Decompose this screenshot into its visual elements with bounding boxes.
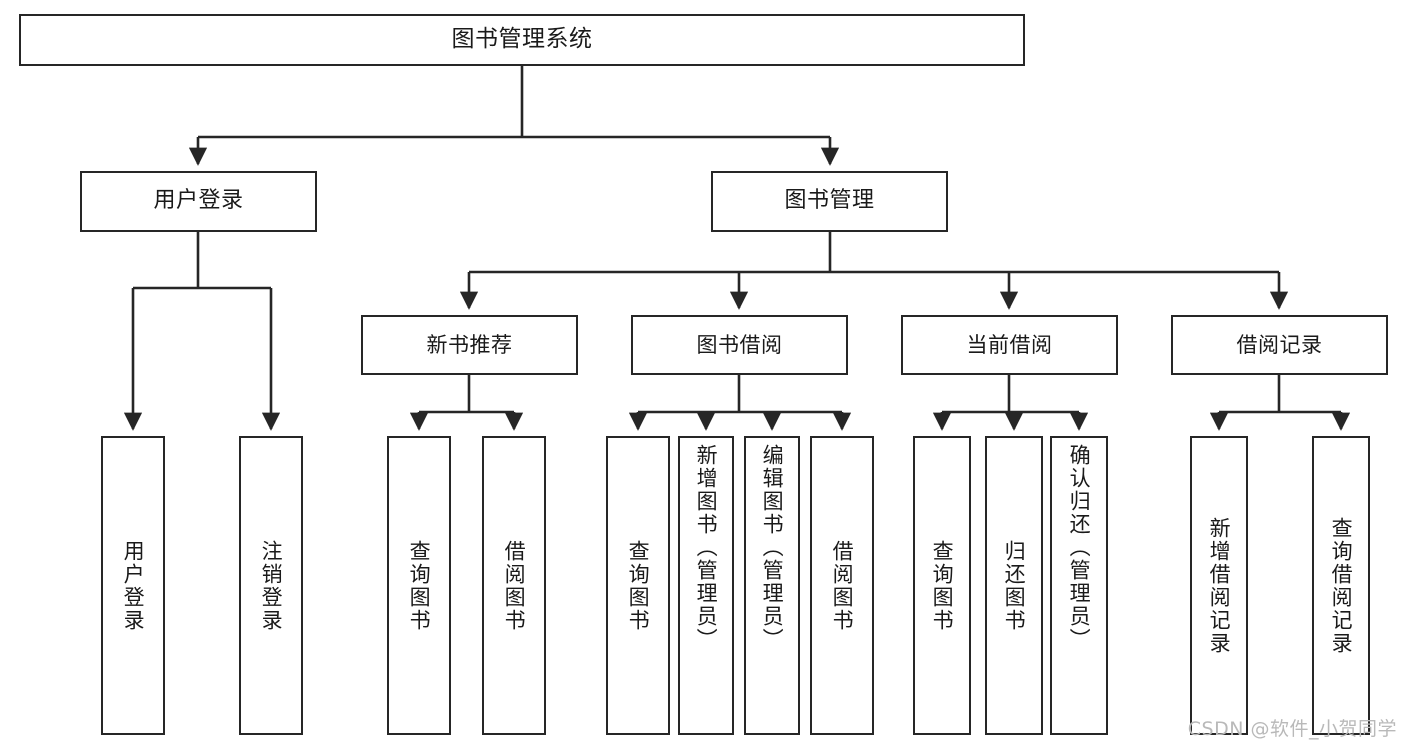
leaf-user-login[interactable]: 用户登录 [101, 436, 165, 735]
node-book-borrow[interactable]: 图书借阅 [631, 315, 848, 375]
leaf-query-borrow-record[interactable]: 查询借阅记录 [1312, 436, 1370, 735]
node-user-login[interactable]: 用户登录 [80, 171, 317, 232]
leaf-logout[interactable]: 注销登录 [239, 436, 303, 735]
leaf-query-borrow-record-label: 查询借阅记录 [1329, 516, 1354, 655]
leaf-confirm-return-admin-label: 确认归还（管理员） [1067, 444, 1092, 651]
node-borrow-record-label: 借阅记录 [1236, 332, 1323, 357]
leaf-add-borrow-record[interactable]: 新增借阅记录 [1190, 436, 1248, 735]
node-book-borrow-label: 图书借阅 [696, 332, 783, 357]
leaf-add-book-admin-label: 新增图书（管理员） [694, 444, 719, 651]
leaf-query-book-borrow[interactable]: 查询图书 [606, 436, 670, 735]
leaf-query-book-borrow-label: 查询图书 [626, 539, 651, 632]
node-current-borrow-label: 当前借阅 [966, 332, 1053, 357]
node-borrow-record[interactable]: 借阅记录 [1171, 315, 1388, 375]
node-new-book-recommend-label: 新书推荐 [426, 332, 513, 357]
leaf-confirm-return-admin[interactable]: 确认归还（管理员） [1050, 436, 1108, 735]
node-book-management-label: 图书管理 [784, 188, 875, 214]
leaf-query-book-new-label: 查询图书 [407, 539, 432, 632]
node-book-management[interactable]: 图书管理 [711, 171, 948, 232]
leaf-user-login-label: 用户登录 [121, 539, 146, 632]
watermark-text: CSDN @软件_小贺同学 [1187, 718, 1397, 740]
node-new-book-recommend[interactable]: 新书推荐 [361, 315, 578, 375]
leaf-query-book-current-label: 查询图书 [930, 539, 955, 632]
leaf-edit-book-admin[interactable]: 编辑图书（管理员） [744, 436, 800, 735]
leaf-borrow-book-new[interactable]: 借阅图书 [482, 436, 546, 735]
leaf-return-book[interactable]: 归还图书 [985, 436, 1043, 735]
leaf-query-book-current[interactable]: 查询图书 [913, 436, 971, 735]
leaf-add-borrow-record-label: 新增借阅记录 [1207, 516, 1232, 655]
leaf-return-book-label: 归还图书 [1002, 539, 1027, 632]
node-root[interactable]: 图书管理系统 [19, 14, 1025, 66]
leaf-borrow-book-new-label: 借阅图书 [502, 539, 527, 632]
leaf-borrow-book[interactable]: 借阅图书 [810, 436, 874, 735]
leaf-logout-label: 注销登录 [259, 539, 284, 632]
node-root-label: 图书管理系统 [451, 26, 593, 53]
leaf-edit-book-admin-label: 编辑图书（管理员） [760, 444, 785, 651]
leaf-query-book-new[interactable]: 查询图书 [387, 436, 451, 735]
node-user-login-label: 用户登录 [153, 188, 244, 214]
leaf-borrow-book-label: 借阅图书 [830, 539, 855, 632]
leaf-add-book-admin[interactable]: 新增图书（管理员） [678, 436, 734, 735]
node-current-borrow[interactable]: 当前借阅 [901, 315, 1118, 375]
